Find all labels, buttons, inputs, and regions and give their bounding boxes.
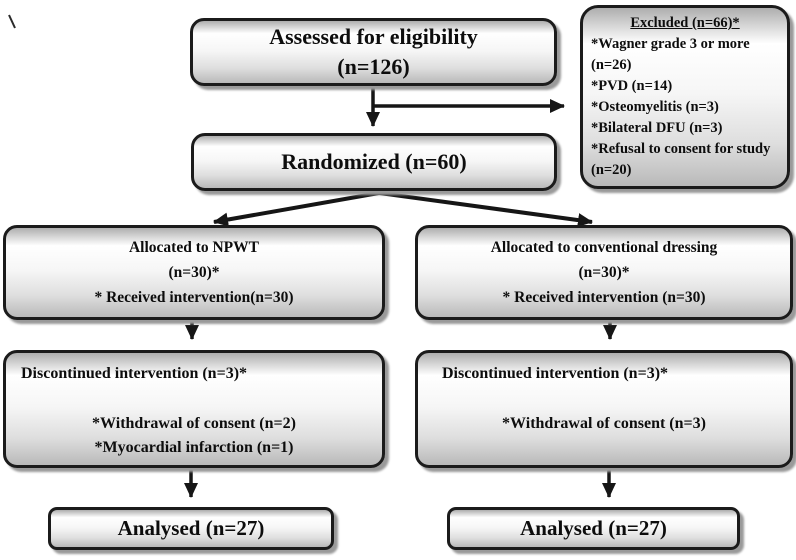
- conventional-analysed-label: Analysed (n=27): [520, 516, 667, 541]
- npwt-analysed-label: Analysed (n=27): [117, 516, 265, 541]
- excluded-item-pvd: *PVD (n=14): [591, 78, 673, 94]
- spacer: [418, 386, 790, 412]
- npwt-allocation-line1: Allocated to NPWT: [128, 239, 259, 256]
- excluded-title: Excluded (n=66)*: [630, 15, 740, 31]
- conventional-received-intervention: * Received intervention (n=30): [502, 289, 706, 306]
- conventional-allocation-box: Allocated to conventional dressing (n=30…: [415, 225, 793, 320]
- npwt-allocation-box: Allocated to NPWT (n=30)* * Received int…: [3, 225, 385, 320]
- npwt-discontinued-withdrawal: *Withdrawal of consent (n=2): [92, 415, 296, 432]
- excluded-item-osteomyelitis: *Osteomyelitis (n=3): [591, 99, 719, 115]
- npwt-discontinued-title: Discontinued intervention (n=3)*: [21, 365, 248, 382]
- conventional-discontinued-withdrawal: *Withdrawal of consent (n=3): [502, 415, 706, 432]
- connector-randomized-to-conventional: [378, 191, 593, 228]
- assessed-for-eligibility-box: Assessed for eligibility (n=126): [190, 18, 557, 86]
- conventional-allocation-count: (n=30)*: [578, 264, 630, 281]
- conventional-allocation-line1: Allocated to conventional dressing: [490, 239, 718, 256]
- npwt-allocation-count: (n=30)*: [168, 264, 220, 281]
- excluded-box: Excluded (n=66)* *Wagner grade 3 or more…: [580, 5, 790, 189]
- npwt-analysed-box: Analysed (n=27): [48, 507, 334, 550]
- randomized-box: Randomized (n=60): [191, 133, 557, 191]
- randomized-label: Randomized (n=60): [281, 149, 467, 175]
- excluded-item-refusal: *Refusal to consent for study (n=20): [591, 141, 771, 178]
- conventional-analysed-box: Analysed (n=27): [447, 507, 740, 550]
- npwt-discontinued-mi: *Myocardial infarction (n=1): [94, 439, 294, 456]
- connector-randomized-to-npwt: [213, 191, 380, 227]
- spacer: [6, 386, 382, 412]
- conventional-discontinued-box: Discontinued intervention (n=3)* *Withdr…: [415, 350, 793, 468]
- npwt-discontinued-box: Discontinued intervention (n=3)* *Withdr…: [3, 350, 385, 468]
- excluded-item-bilateral-dfu: *Bilateral DFU (n=3): [591, 120, 723, 136]
- assessed-count: (n=126): [337, 54, 410, 79]
- assessed-line1: Assessed for eligibility: [269, 24, 478, 49]
- conventional-discontinued-title: Discontinued intervention (n=3)*: [442, 365, 669, 382]
- npwt-received-intervention: * Received intervention(n=30): [94, 289, 294, 306]
- excluded-item-wagner: *Wagner grade 3 or more (n=26): [591, 36, 750, 73]
- stray-mark: [8, 14, 16, 29]
